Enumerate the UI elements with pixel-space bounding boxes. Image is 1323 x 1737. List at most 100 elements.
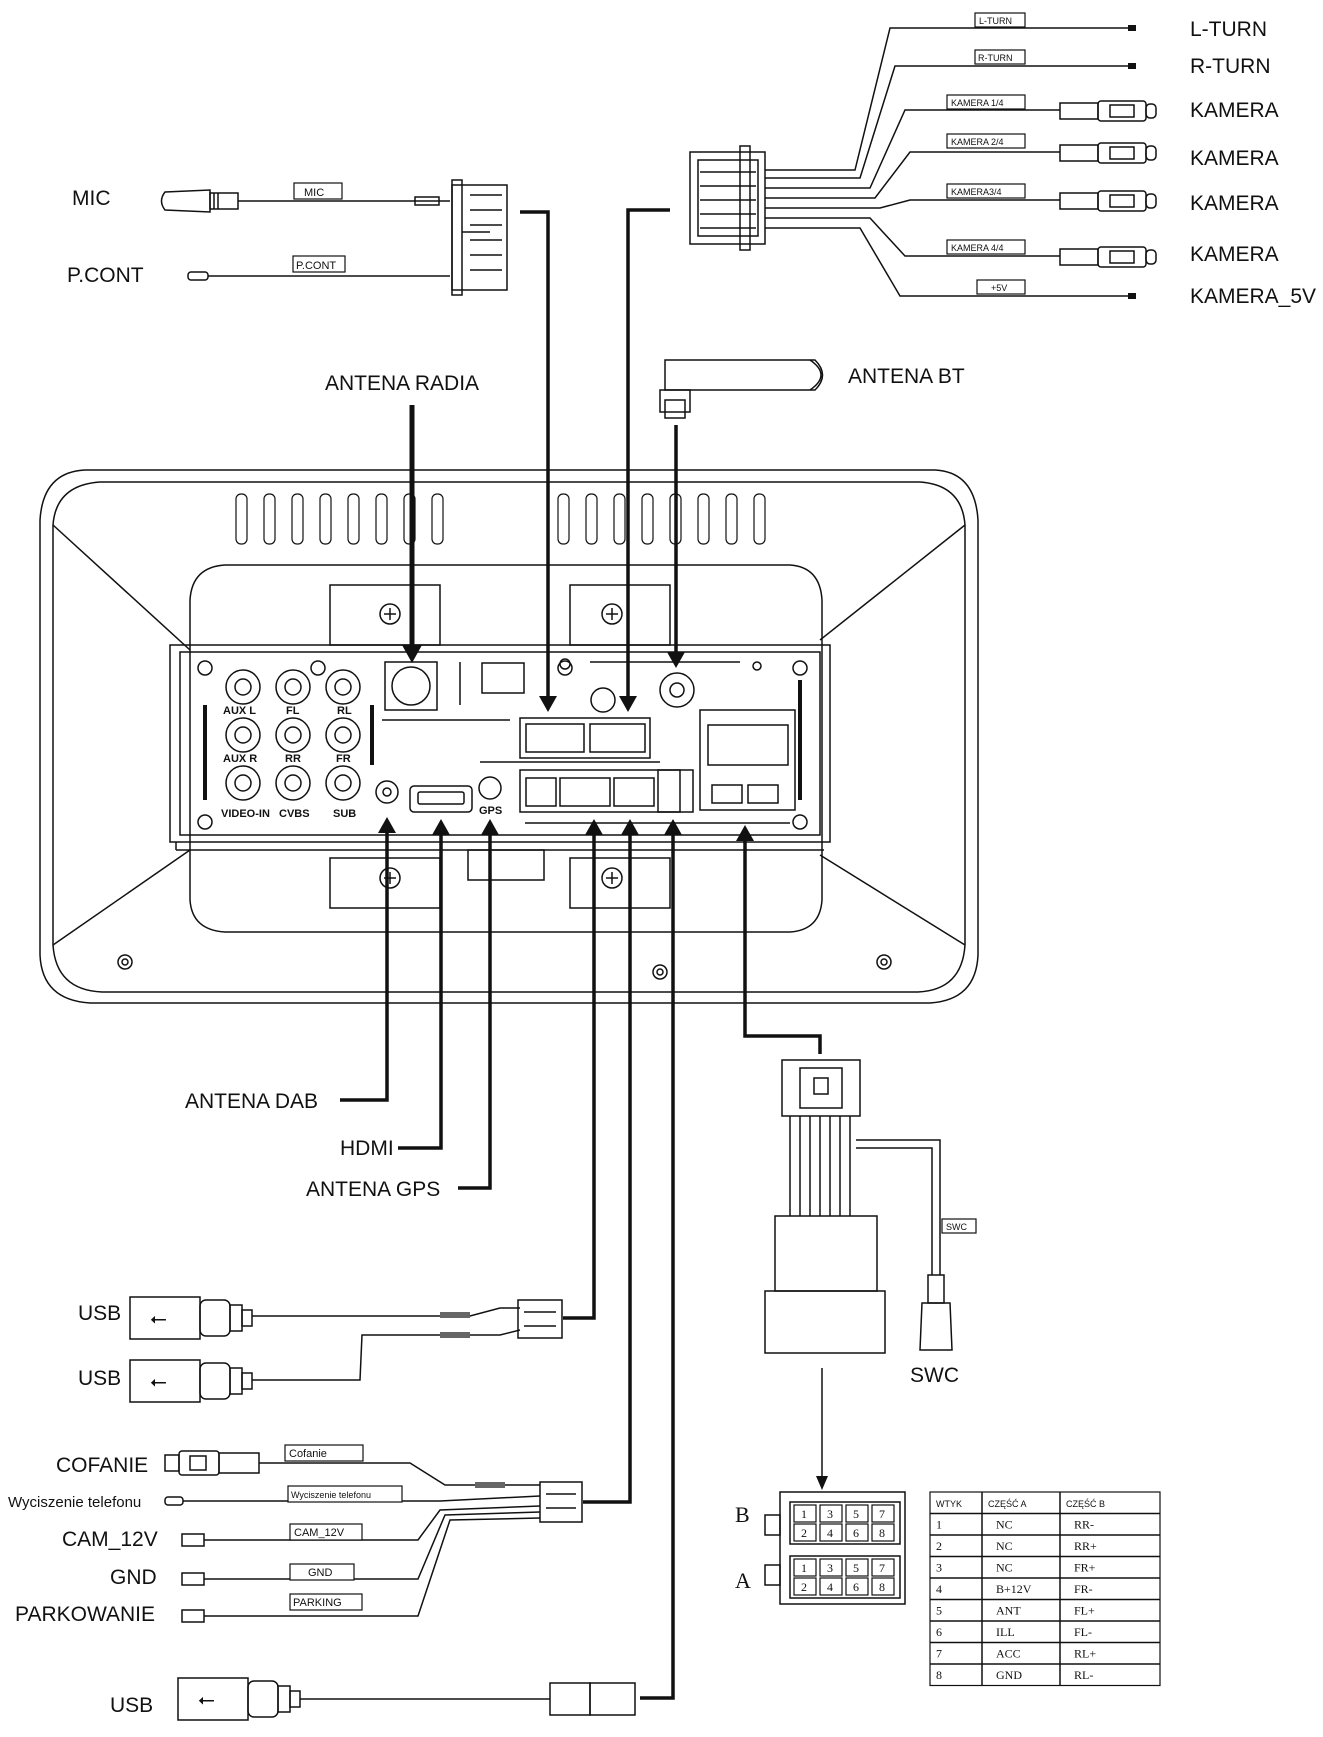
- tag-kamera-4: KAMERA 4/4: [951, 243, 1004, 253]
- pin-table-cell: NC: [996, 1561, 1013, 1575]
- label-kamera-4: KAMERA: [1190, 243, 1279, 266]
- tag-cofanie: Cofanie: [289, 1448, 327, 1460]
- pin-cell: [793, 1504, 817, 1523]
- pin-number: 8: [879, 1580, 885, 1594]
- rca-plug-icon: [1059, 142, 1157, 164]
- label-side-b: B: [735, 1502, 750, 1527]
- pin-table-cell: FL-: [1074, 1625, 1092, 1639]
- label-gnd: GND: [110, 1566, 157, 1589]
- label-antena-radia: ANTENA RADIA: [325, 372, 479, 395]
- pin-cell: [871, 1504, 895, 1523]
- panel-label-fr: FR: [336, 753, 351, 765]
- pin-table-cell: NC: [996, 1539, 1013, 1553]
- pin-number: 1: [801, 1561, 807, 1575]
- vent-slots-right: [557, 493, 766, 545]
- pin-cell: [819, 1523, 843, 1542]
- panel-label-rl: RL: [337, 705, 352, 717]
- iso-harness: SWC: [764, 1059, 977, 1490]
- tag-kamera-3: KAMERA3/4: [951, 187, 1002, 197]
- svg-text:⭠: ⭠: [198, 1688, 215, 1711]
- label-r-turn: R-TURN: [1190, 55, 1270, 78]
- pin-number: 3: [827, 1561, 833, 1575]
- pin-number: 3: [827, 1507, 833, 1521]
- pin-table-cell: 3: [936, 1561, 942, 1575]
- pin-number: 6: [853, 1526, 859, 1540]
- panel-label-aux-l: AUX L: [223, 705, 256, 717]
- panel-label-gps: GPS: [479, 805, 502, 817]
- pin-table-cell: 1: [936, 1518, 942, 1532]
- tag-mic: MIC: [304, 187, 324, 199]
- pin-cell: [793, 1577, 817, 1596]
- pin-table-cell: NC: [996, 1518, 1013, 1532]
- pin-table-cell: B+12V: [996, 1582, 1032, 1596]
- pin-cell: [819, 1558, 843, 1577]
- pin-table-header: CZĘŚĆ B: [1066, 1498, 1105, 1509]
- panel-label-video-in: VIDEO-IN: [221, 808, 270, 820]
- usb-plug-icon: ⭠: [129, 1296, 253, 1340]
- pin-cell: [793, 1523, 817, 1542]
- label-parkowanie: PARKOWANIE: [15, 1603, 155, 1626]
- pin-table-cell: RR-: [1074, 1518, 1094, 1532]
- rca-plug-icon: [1059, 246, 1157, 268]
- svg-text:⭠: ⭠: [150, 1370, 167, 1393]
- pin-table-cell: GND: [996, 1668, 1022, 1682]
- pin-cell: [845, 1504, 869, 1523]
- label-antena-dab: ANTENA DAB: [185, 1090, 318, 1113]
- tag-wyciszenie: Wyciszenie telefonu: [291, 1490, 371, 1500]
- label-antena-bt: ANTENA BT: [848, 365, 965, 388]
- rca-jacks: [225, 669, 361, 801]
- pin-table-cell: ILL: [996, 1625, 1015, 1639]
- label-cofanie: COFANIE: [56, 1454, 148, 1477]
- pin-table-cell: RL+: [1074, 1647, 1096, 1661]
- pin-table-cell: ANT: [996, 1604, 1021, 1618]
- rca-plug-icon: [164, 1450, 260, 1476]
- tag-r-turn: R-TURN: [978, 53, 1013, 63]
- label-kamera-2: KAMERA: [1190, 147, 1279, 170]
- label-wyciszenie: Wyciszenie telefonu: [8, 1494, 141, 1511]
- usb-plug-icon: ⭠: [129, 1359, 253, 1403]
- pin-table-frame: [929, 1491, 1161, 1687]
- panel-label-rr: RR: [285, 753, 301, 765]
- pin-table-cell: ACC: [996, 1647, 1021, 1661]
- label-cam12v: CAM_12V: [62, 1528, 158, 1551]
- pin-cell: [845, 1558, 869, 1577]
- pin-table-cell: FL+: [1074, 1604, 1095, 1618]
- tag-plus5v: +5V: [991, 283, 1007, 293]
- pin-number: 8: [879, 1526, 885, 1540]
- pin-cell: [871, 1577, 895, 1596]
- vent-slots-left: [235, 493, 444, 545]
- pin-number: 1: [801, 1507, 807, 1521]
- pin-number: 2: [801, 1526, 807, 1540]
- pin-number: 2: [801, 1580, 807, 1594]
- pin-table-cell: 8: [936, 1668, 942, 1682]
- label-side-a: A: [735, 1568, 751, 1593]
- pin-number: 5: [853, 1507, 859, 1521]
- pin-cell: [871, 1523, 895, 1542]
- label-kamera-5v: KAMERA_5V: [1190, 285, 1316, 308]
- usb-cables-pair: ⭠ ⭠: [129, 1296, 563, 1403]
- bt-antenna-icon: [659, 359, 824, 419]
- svg-text:⭠: ⭠: [150, 1307, 167, 1330]
- pin-table-header: WTYK: [936, 1499, 962, 1509]
- tag-kamera-2: KAMERA 2/4: [951, 137, 1004, 147]
- rca-plug-icon: [1059, 190, 1157, 212]
- pin-table-cell: RL-: [1074, 1668, 1093, 1682]
- label-mic: MIC: [72, 187, 111, 210]
- panel-label-cvbs: CVBS: [279, 808, 310, 820]
- pin-cell: [845, 1577, 869, 1596]
- pin-table-header: CZĘŚĆ A: [988, 1498, 1027, 1509]
- tag-cam12v: CAM_12V: [294, 1527, 345, 1539]
- label-hdmi: HDMI: [340, 1137, 394, 1160]
- usb-cable-3: ⭠: [177, 1677, 636, 1721]
- pin-cell: [793, 1558, 817, 1577]
- mic-pcont-harness: MIC P.CONT: [160, 179, 508, 296]
- rear-harness: Cofanie Wyciszenie telefonu CAM_12V GND …: [164, 1444, 583, 1623]
- label-usb-2: USB: [78, 1367, 121, 1390]
- pin-number: 4: [827, 1580, 833, 1594]
- pin-table-cell: 6: [936, 1625, 942, 1639]
- pin-table-cell: FR-: [1074, 1582, 1093, 1596]
- pin-number: 6: [853, 1580, 859, 1594]
- pin-cell: [819, 1504, 843, 1523]
- pin-cell: [845, 1523, 869, 1542]
